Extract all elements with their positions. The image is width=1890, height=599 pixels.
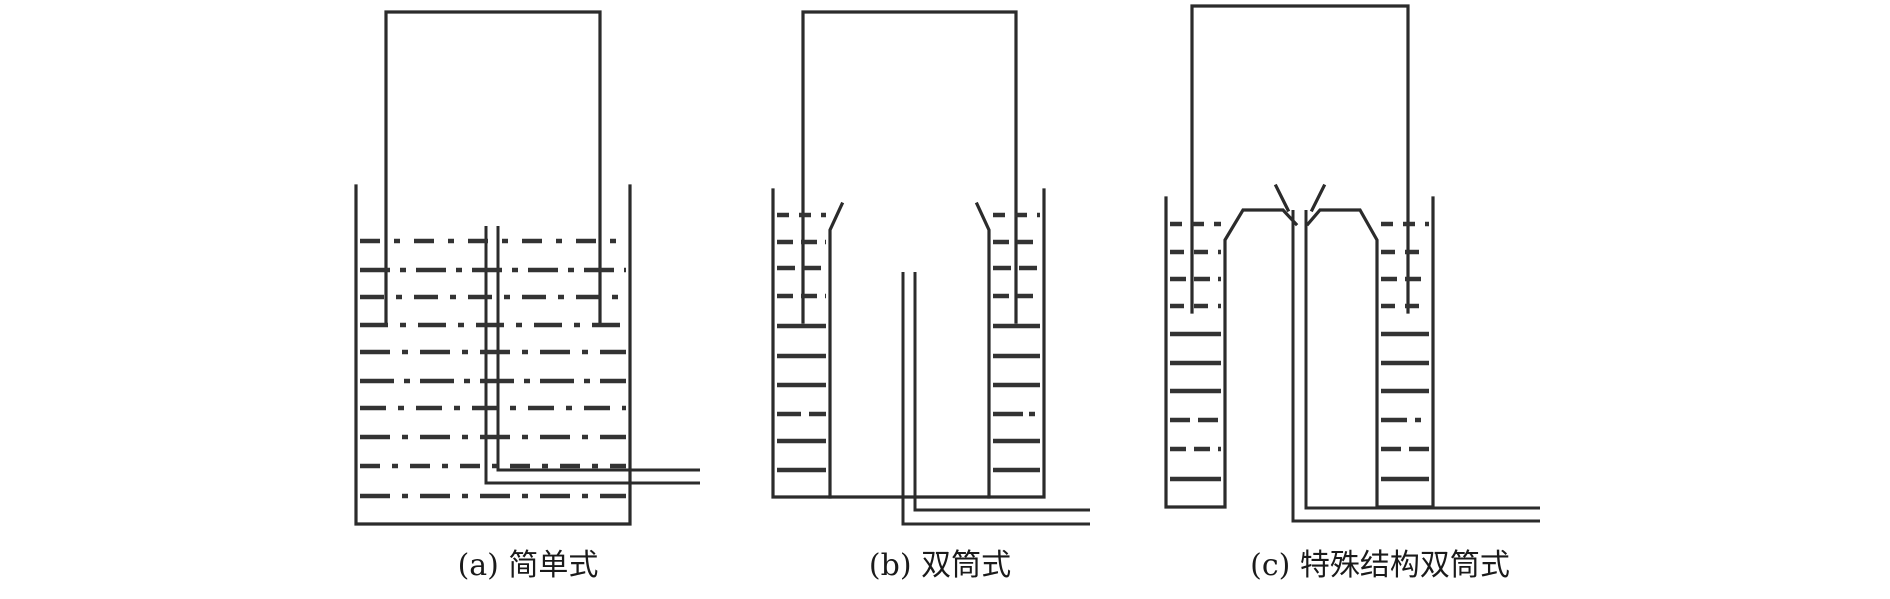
double-tank-figure xyxy=(771,10,1090,526)
special-tank-liquid-right xyxy=(1381,221,1429,482)
caption-special-double-type: (c) 特殊结构双筒式 xyxy=(1250,548,1510,583)
simple-tank-pipe xyxy=(484,226,700,485)
double-tank-liquid-left xyxy=(777,212,826,473)
special-tank-liquid-left xyxy=(1170,221,1221,482)
double-tank-liquid-right xyxy=(993,212,1040,473)
simple-tank-bell xyxy=(384,10,602,324)
double-tank-pipe-inner xyxy=(913,272,1090,512)
double-tank-outer-wall xyxy=(771,188,1046,499)
special-tank-pipe-inner xyxy=(1304,210,1540,510)
special-tank-pipe xyxy=(1291,210,1540,523)
double-tank-pipe xyxy=(901,272,1090,526)
simple-tank-container xyxy=(354,184,632,526)
special-tank-right-chamber xyxy=(1305,196,1435,509)
double-tank-inner-wall-right xyxy=(974,201,991,499)
special-tank-vent xyxy=(1273,183,1327,213)
simple-tank-liquid xyxy=(360,238,626,499)
caption-simple-type: (a) 简单式 xyxy=(457,548,599,583)
simple-tank-pipe-inner xyxy=(496,226,700,472)
special-tank-left-chamber xyxy=(1164,196,1299,509)
simple-tank-figure xyxy=(354,10,700,526)
double-tank-bell xyxy=(801,10,1018,324)
caption-double-type: (b) 双筒式 xyxy=(868,548,1012,583)
double-tank-inner-wall-left xyxy=(828,201,845,499)
special-tank-figure xyxy=(1164,4,1540,523)
special-tank-bell xyxy=(1190,4,1410,314)
